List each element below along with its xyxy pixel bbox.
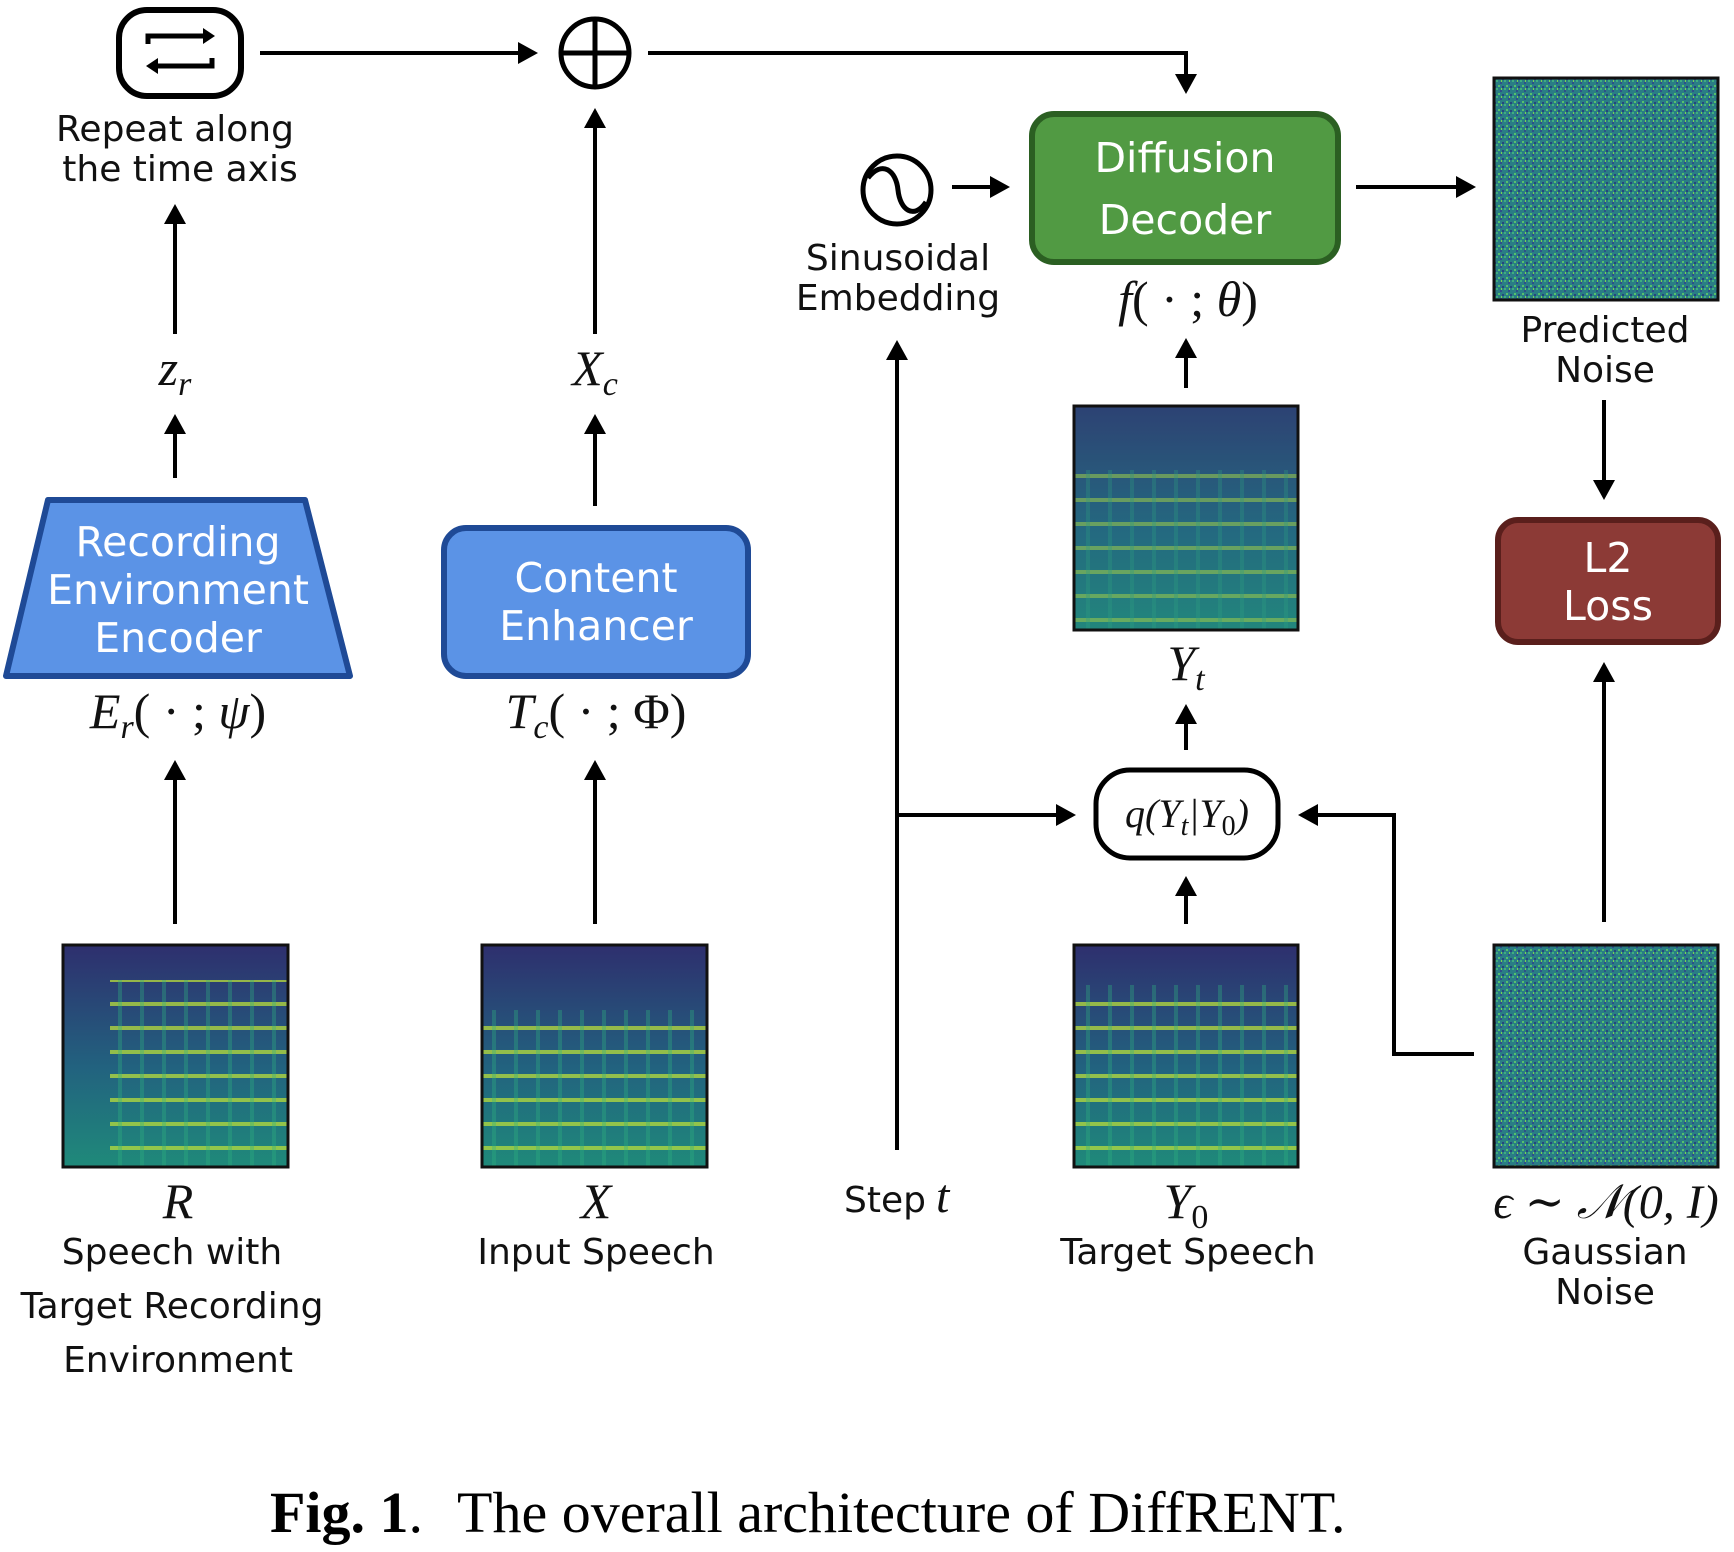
predicted-label-2: Noise — [1555, 350, 1655, 391]
enhancer-line-2: Enhancer — [499, 602, 693, 650]
rec-label-3: Environment — [63, 1340, 293, 1381]
loss-line-1: L2 — [1584, 534, 1633, 582]
rec-label-2: Target Recording — [20, 1286, 324, 1327]
spectrogram-x — [480, 943, 709, 1169]
gaussian-label-1: Gaussian — [1522, 1232, 1687, 1273]
spectrogram-r — [61, 943, 290, 1169]
spectrogram-y0 — [1072, 943, 1300, 1169]
spectrogram-yt — [1072, 404, 1300, 632]
r-label: R — [162, 1173, 194, 1229]
decoder-fn-label: f( · ; θ) — [1118, 271, 1258, 327]
rec-label-1: Speech with — [62, 1232, 282, 1273]
decoder-line-2: Decoder — [1099, 196, 1272, 244]
q-forward-process-block: q(Yt|Y0) — [1093, 767, 1281, 861]
y0-label: Y0 — [1164, 1173, 1209, 1236]
recording-environment-encoder-block: Recording Environment Encoder — [3, 497, 353, 679]
predicted-noise-image — [1492, 76, 1720, 302]
l2-loss-block: L2 Loss — [1495, 517, 1721, 645]
repeat-label-2: the time axis — [62, 149, 297, 190]
encoder-line-2: Environment — [47, 566, 309, 614]
sine-wave-icon — [860, 153, 934, 227]
xc-label: Xc — [570, 340, 618, 403]
loss-line-2: Loss — [1563, 582, 1653, 630]
encoder-line-3: Encoder — [94, 614, 262, 662]
q-label: q(Yt|Y0) — [1125, 791, 1249, 842]
content-enhancer-block: Content Enhancer — [441, 525, 751, 679]
gaussian-label-2: Noise — [1555, 1272, 1655, 1313]
repeat-label-1: Repeat along — [56, 109, 294, 150]
eps-label: ϵ ∼ 𝒩(0, I) — [1493, 1176, 1719, 1229]
input-speech-label: Input Speech — [477, 1232, 714, 1273]
enhancer-fn-label: Tc( · ; Φ) — [506, 683, 687, 746]
decoder-line-1: Diffusion — [1094, 134, 1275, 182]
sinusoidal-label-2: Embedding — [796, 278, 1000, 319]
plus-circle-icon — [558, 16, 632, 90]
sinusoidal-label-1: Sinusoidal — [806, 238, 990, 279]
target-speech-label: Target Speech — [1059, 1232, 1315, 1273]
figure-caption: Fig. 1.The overall architecture of DiffR… — [270, 1480, 1345, 1545]
zr-label: zr — [158, 340, 192, 403]
enhancer-line-1: Content — [514, 554, 677, 602]
repeat-icon — [116, 7, 244, 99]
predicted-label-1: Predicted — [1521, 310, 1690, 351]
arrows — [164, 42, 1615, 1150]
diffusion-decoder-block: Diffusion Decoder — [1029, 111, 1341, 265]
yt-label: Yt — [1167, 635, 1206, 698]
gaussian-noise-image — [1492, 943, 1720, 1169]
x-label: X — [579, 1173, 614, 1229]
encoder-fn-label: Er( · ; ψ) — [89, 683, 266, 746]
encoder-line-1: Recording — [75, 518, 280, 566]
